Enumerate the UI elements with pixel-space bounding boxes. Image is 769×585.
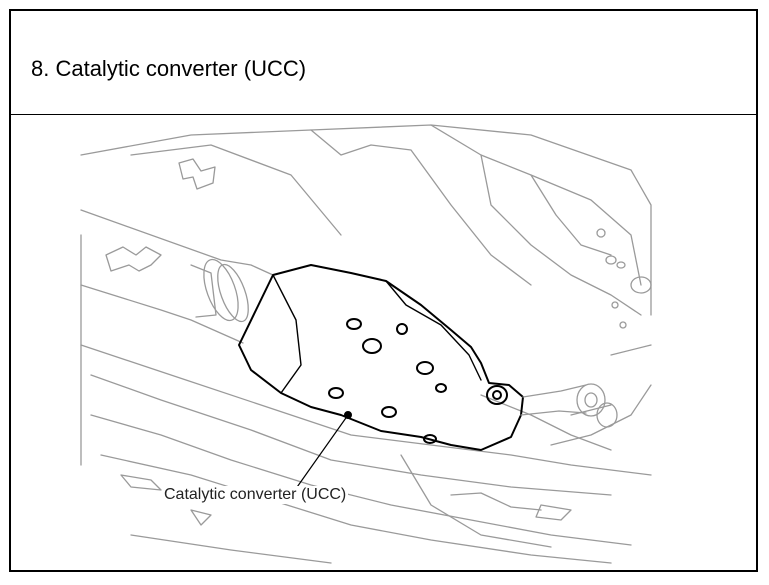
section-header: 8. Catalytic converter (UCC) bbox=[11, 11, 756, 115]
callout-label: Catalytic converter (UCC) bbox=[162, 486, 349, 504]
front-arrow-icon bbox=[178, 158, 216, 190]
section-title: 8. Catalytic converter (UCC) bbox=[31, 56, 307, 81]
catalytic-converter-shape bbox=[238, 264, 524, 451]
technical-illustration: Catalytic converter (UCC) bbox=[11, 115, 756, 570]
underbody-line-drawing bbox=[80, 124, 652, 564]
exhaust-outlet-pipe bbox=[520, 383, 618, 428]
callout-leader-line bbox=[294, 414, 349, 491]
body-panels bbox=[80, 124, 652, 564]
mounting-bracket bbox=[105, 246, 162, 272]
document-frame: 8. Catalytic converter (UCC) bbox=[9, 9, 758, 572]
exhaust-inlet-pipe bbox=[80, 209, 274, 344]
